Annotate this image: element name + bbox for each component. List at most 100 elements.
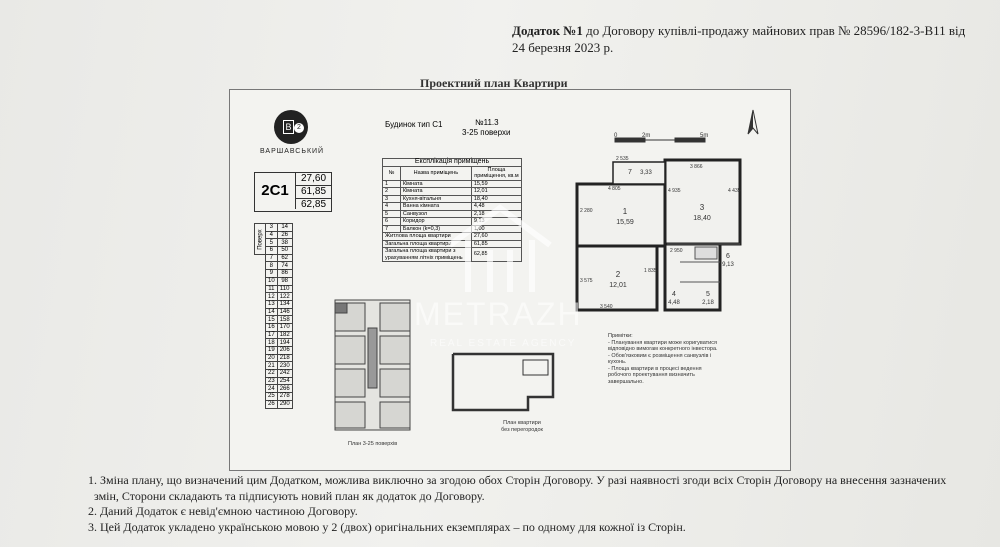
floor-number: 5: [265, 238, 278, 248]
floor-number: 9: [265, 269, 278, 278]
empty-apartment-plan: [451, 352, 555, 412]
dim-8: 4 435: [728, 188, 741, 194]
floor-plan-caption: План 3-25 поверхів: [348, 441, 398, 447]
apartment-number: 38: [276, 238, 293, 248]
apartment-number: 182: [276, 330, 293, 340]
building-type: Будинок тип С1: [385, 120, 443, 129]
room-6-num: 6: [726, 253, 730, 260]
room-name: Кімната: [399, 187, 472, 196]
room-1-area: 15,59: [616, 219, 634, 226]
notes-line-3: - Площа квартири в процесі ведення робоч…: [608, 365, 702, 385]
watermark-sub: REAL ESTATE AGENCY: [430, 338, 577, 349]
appendix-date: 24 березня 2023 р.: [512, 40, 614, 55]
notes-line-1: - Планування квартири може коригуватися …: [608, 339, 718, 353]
dim-4: 2 950: [670, 248, 683, 254]
living-area-value: 27,60: [296, 173, 332, 186]
empty-plan-caption-1: План квартири: [503, 420, 541, 426]
apartment-number: 146: [276, 307, 293, 317]
apartment-code: 2С1: [255, 173, 296, 209]
appendix-header: Додаток №1 до Договору купівлі-продажу м…: [512, 22, 992, 56]
floor-number: 12: [265, 292, 278, 301]
apartment-number: 218: [276, 353, 293, 363]
watermark-name: METRAZH: [414, 296, 583, 332]
dim-10: 2 535: [616, 156, 629, 162]
north-arrow-icon: [747, 109, 759, 135]
appendix-number: Додаток №1: [512, 23, 583, 38]
apartment-number: 290: [276, 399, 293, 409]
dim-9: 1 835: [644, 268, 657, 274]
floor-number: 10: [265, 276, 278, 286]
room-name: Кімната: [399, 179, 472, 188]
room-2-num: 2: [616, 270, 621, 279]
dim-5: 2 280: [580, 208, 593, 214]
apartment-number: 242: [276, 369, 293, 378]
footer-line-1: 1. Зміна плану, що визначений цим Додатк…: [88, 473, 947, 487]
room-number: 3: [382, 194, 401, 203]
footer-line-2: змін, Сторони складають та підписують но…: [94, 488, 485, 503]
notes-line-2: - Обов'язковим є розміщення санвузлів і …: [608, 352, 712, 366]
floor-number: 4: [265, 230, 278, 240]
room-number: 5: [382, 209, 401, 218]
floors-label: Поверх: [254, 223, 266, 255]
apartment-floor-plan: 0 2m 5m 1 15,59 2 12,01 3: [575, 133, 742, 312]
scale-zero: 0: [614, 133, 618, 139]
floors-label-spacer: [255, 254, 266, 408]
floor-number: 14: [265, 307, 278, 317]
apartment-number: 122: [276, 292, 293, 301]
apartment-number: 110: [276, 284, 293, 294]
footer-line-3: 2. Даний Додаток є невід'ємною частиною …: [88, 504, 358, 518]
room-area: 15,59: [470, 179, 523, 188]
room-7-num: 7: [628, 169, 632, 176]
floor-number: 16: [265, 322, 278, 332]
room-area: 12,01: [470, 187, 523, 196]
footer-line-4: 3. Цей Додаток укладено українською мово…: [88, 519, 686, 534]
total-area-summer-value: 62,85: [301, 199, 327, 210]
room-5-num: 5: [706, 291, 710, 298]
apartment-number: 206: [276, 346, 293, 355]
building-number: №11.3: [475, 118, 499, 127]
floor-number: 19: [265, 346, 278, 355]
floor-number: 22: [265, 369, 278, 378]
explication-header-name: Назва приміщень: [399, 165, 472, 181]
room-number: 7: [382, 224, 401, 233]
floor-number: 20: [265, 353, 278, 363]
empty-plan-caption-2: без перегородок: [501, 427, 543, 433]
scale-end: 5m: [700, 133, 708, 139]
watermark-house-icon: [448, 204, 552, 292]
apartment-number: 170: [276, 322, 293, 332]
room-number: 1: [382, 179, 401, 188]
dim-3: 3 540: [600, 304, 613, 310]
apartment-number: 266: [276, 384, 293, 394]
room-4-area: 4,48: [668, 300, 680, 306]
room-3-num: 3: [700, 203, 705, 212]
floor-number: 15: [265, 315, 278, 324]
explication-header-area: Площа приміщення, кв.м: [470, 165, 523, 181]
floor-number: 6: [265, 246, 278, 255]
apartment-number: 74: [276, 261, 293, 271]
room-3-area: 18,40: [693, 215, 711, 222]
apartment-number: 26: [276, 230, 293, 240]
apartment-number: 134: [276, 299, 293, 309]
room-7-area: 3,33: [640, 170, 652, 176]
logo-letter: B: [283, 120, 294, 134]
logo-number: 2: [294, 123, 304, 133]
total-area-value: 61,85: [296, 186, 332, 199]
apartment-number: 86: [276, 269, 293, 278]
apartment-code-box: 2С1 27,60 61,85 62,85: [254, 172, 333, 212]
scale-mid: 2m: [642, 133, 650, 139]
floor-number: 11: [265, 284, 278, 294]
apartment-number: 98: [276, 276, 293, 286]
floor-number: 7: [265, 253, 278, 263]
dim-7: 3 575: [580, 278, 593, 284]
building-floor-plan: [334, 299, 411, 431]
dim-2: 3 866: [690, 164, 703, 170]
appendix-contract-ref: до Договору купівлі-продажу майнових пра…: [582, 23, 966, 38]
brand-logo-icon: B 2: [274, 110, 308, 144]
apartment-number: 158: [276, 315, 293, 324]
plan-notes: Примітки: - Планування квартири може кор…: [608, 333, 718, 385]
apartment-number: 230: [276, 361, 293, 371]
